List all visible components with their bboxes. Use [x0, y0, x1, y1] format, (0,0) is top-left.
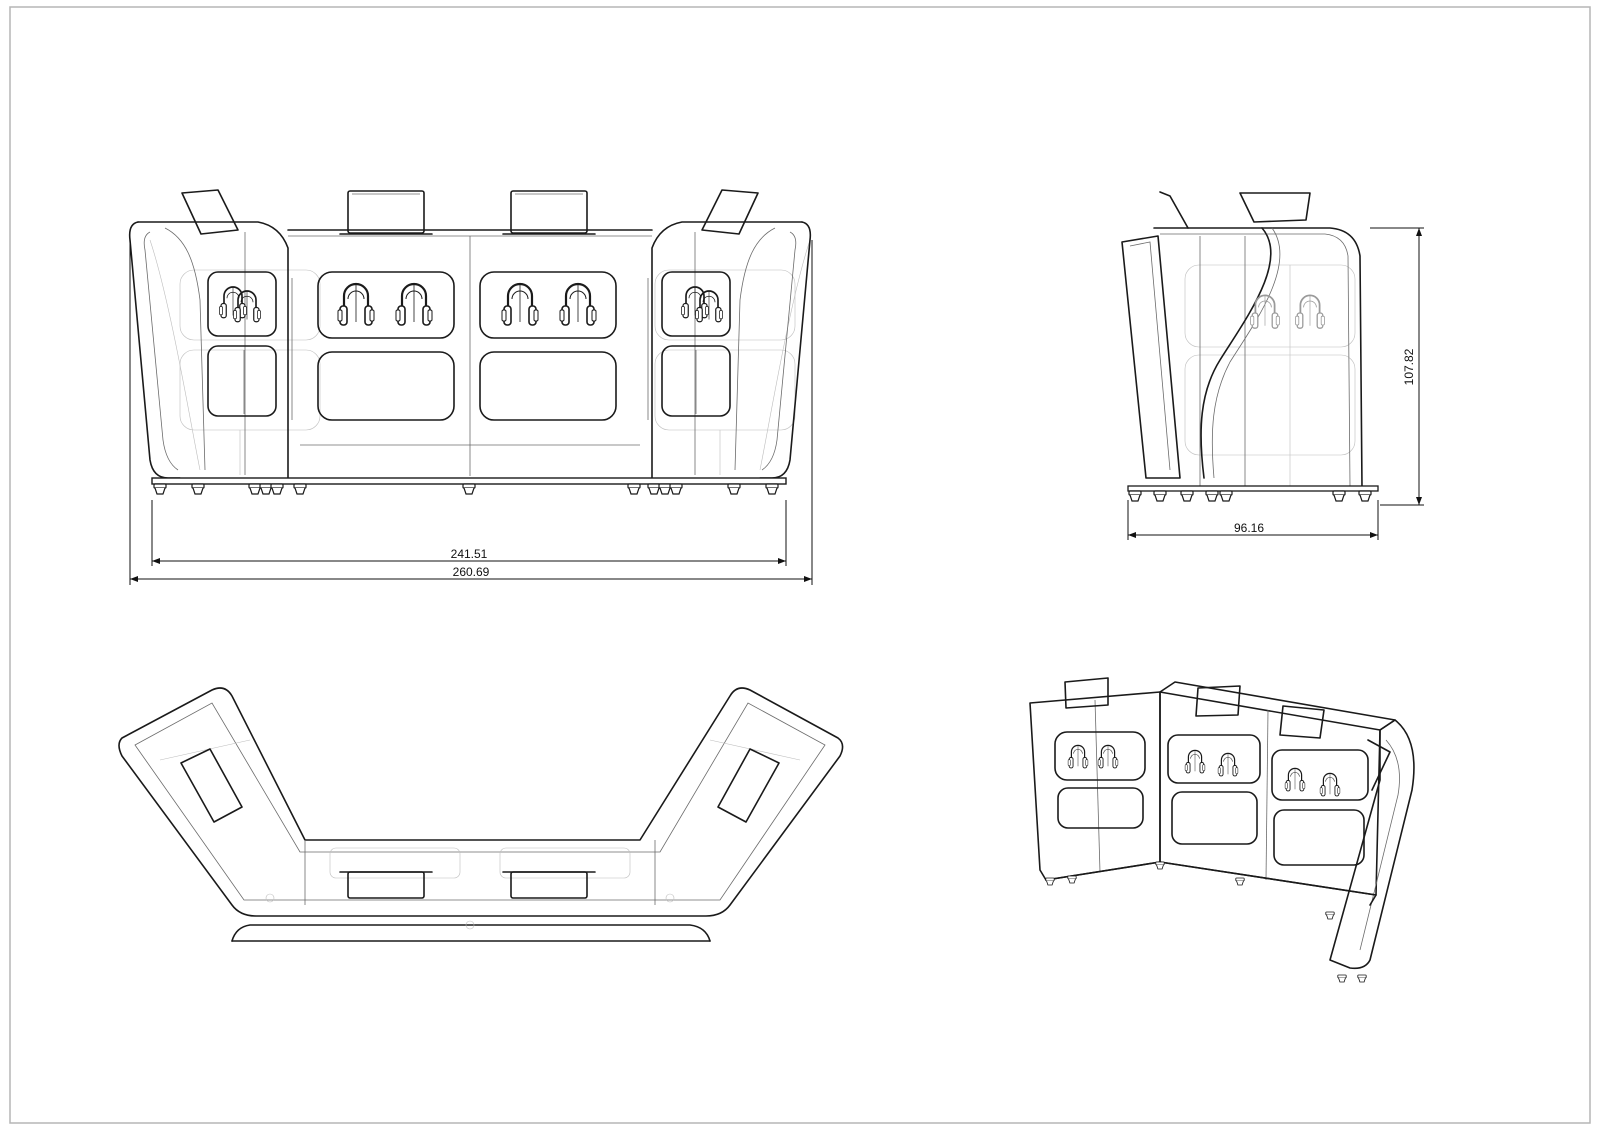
- dim-side-depth: 96.16: [1234, 521, 1264, 535]
- perspective-view: [1029, 677, 1415, 983]
- front-dimensions: 241.51 260.69: [129, 240, 813, 585]
- plan-view: [118, 687, 844, 942]
- sheet-border: [9, 6, 1591, 1124]
- front-elevation: 241.51 260.69: [128, 189, 813, 585]
- front-monitors: [181, 189, 759, 235]
- perspective-feet: [1045, 861, 1367, 983]
- side-headphones: [1249, 294, 1326, 330]
- dim-front-overall-width: 260.69: [453, 565, 490, 579]
- headphones-group-wings: [218, 286, 724, 323]
- side-dimensions: 96.16 107.82: [1127, 227, 1424, 540]
- headphones-group-center: [336, 282, 598, 327]
- side-feet: [1128, 490, 1372, 502]
- front-feet: [153, 483, 779, 495]
- side-elevation: 96.16 107.82: [1121, 191, 1424, 540]
- dim-side-height: 107.82: [1402, 348, 1416, 385]
- dim-front-inner-width: 241.51: [451, 547, 488, 561]
